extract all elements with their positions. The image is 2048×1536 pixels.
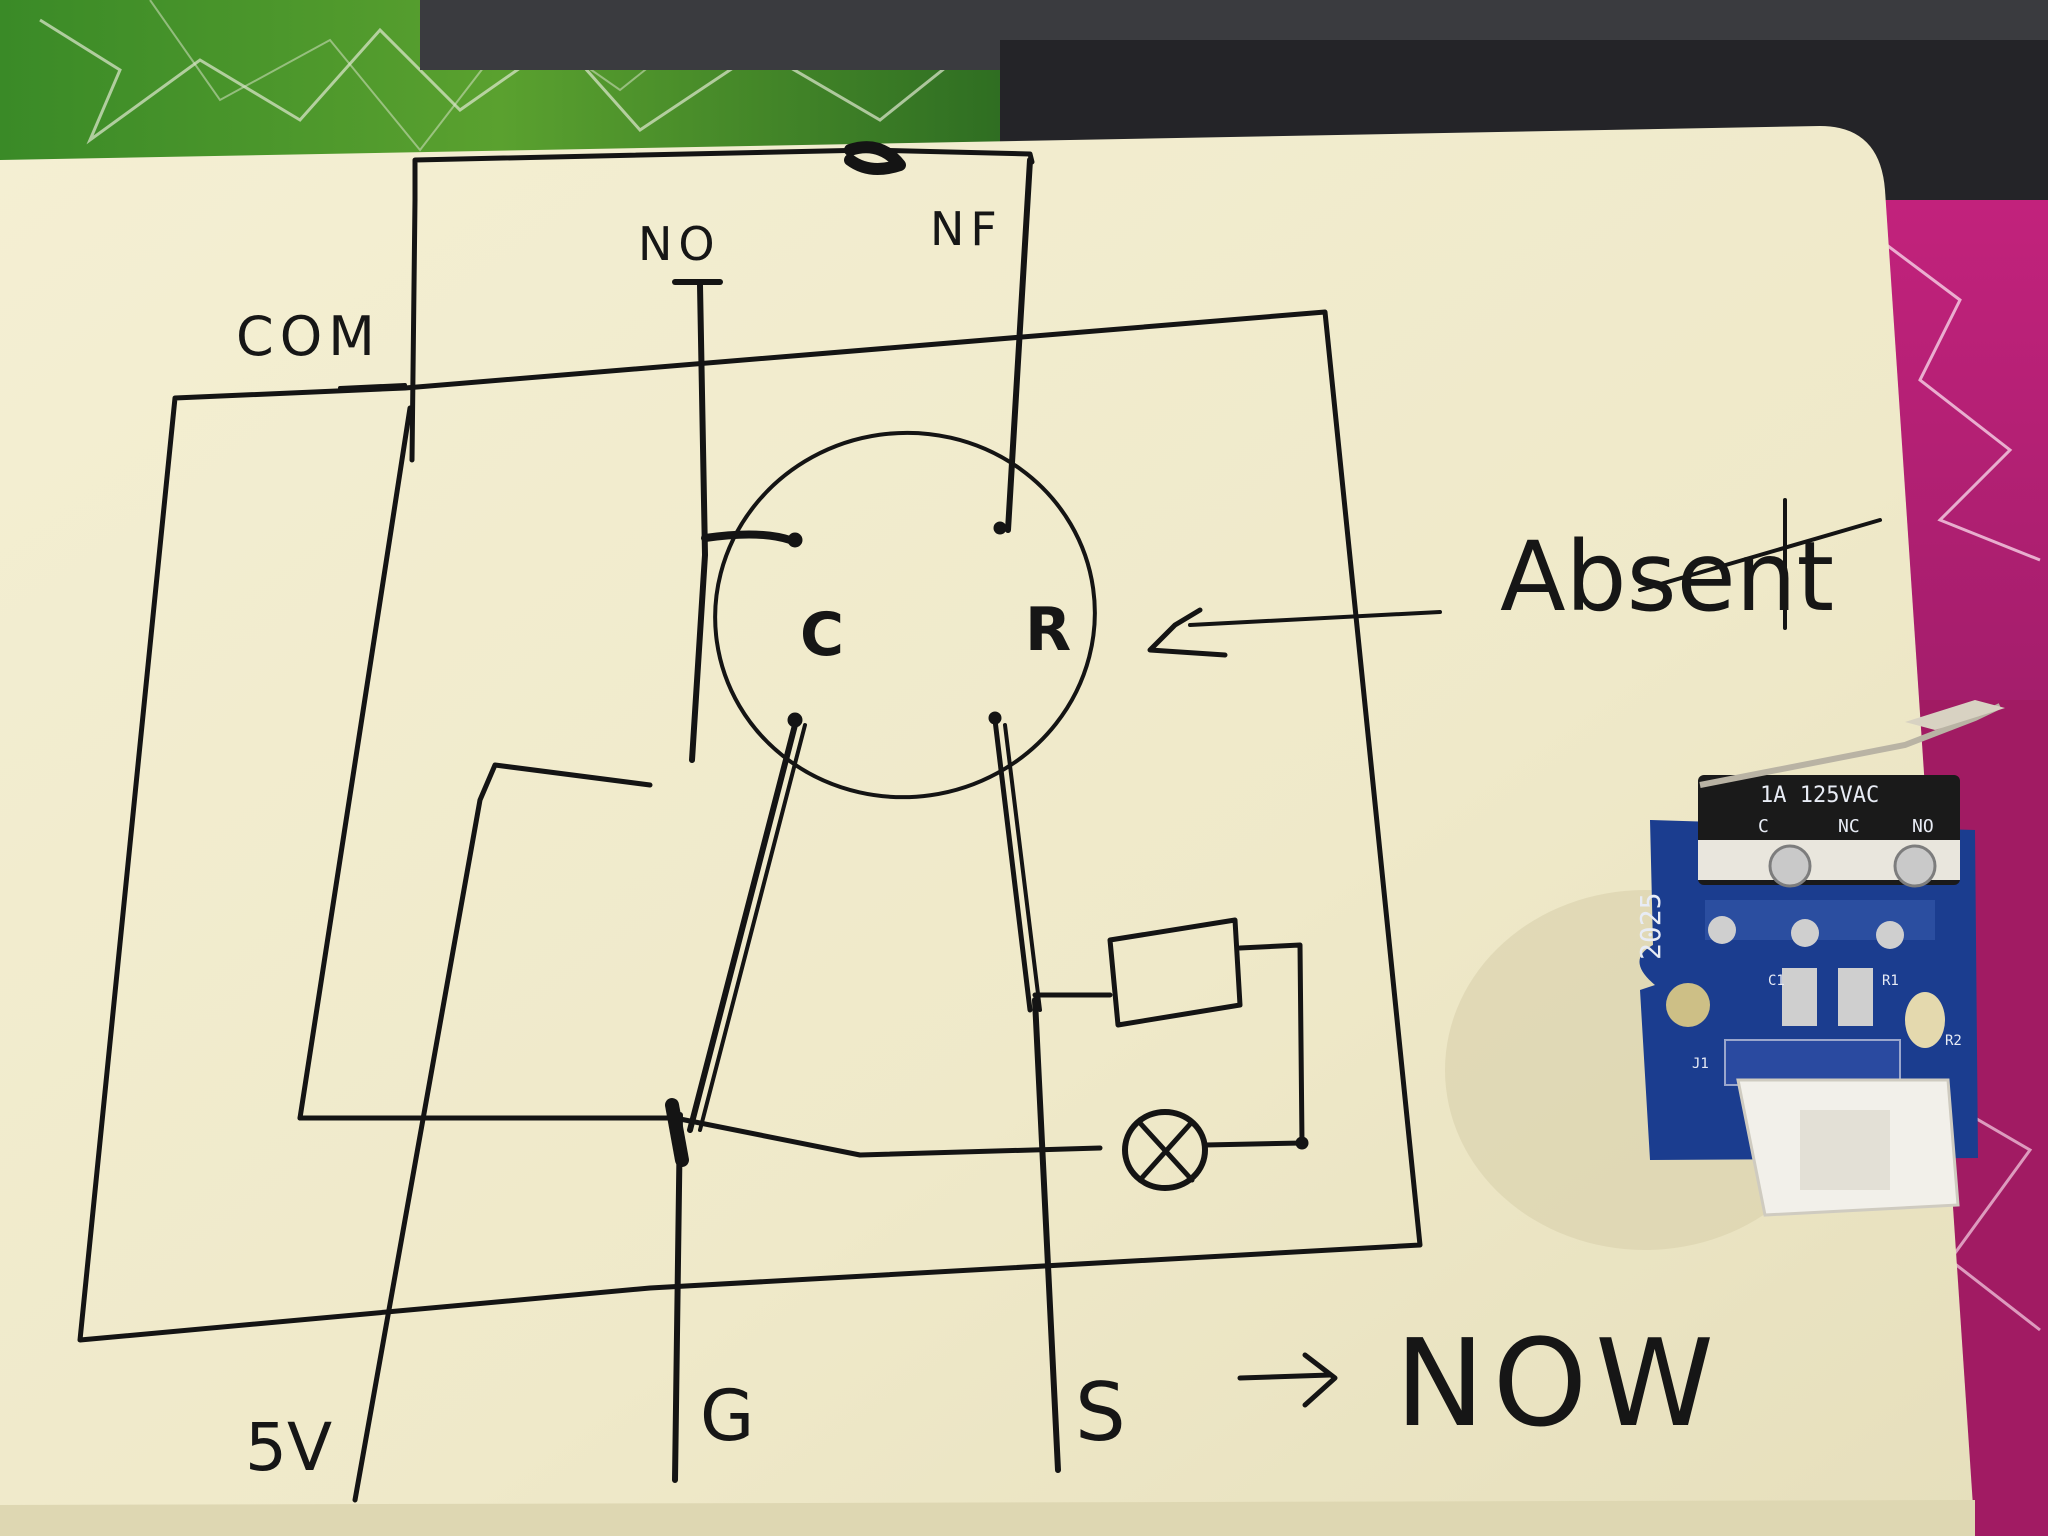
limit-switch-module: 1A 125VAC C NC NO 2025 C1 R1 J1 R2 bbox=[1445, 700, 2005, 1250]
switch-pin-no: NO bbox=[1912, 816, 1934, 837]
label-r: R bbox=[1025, 595, 1071, 665]
paper-bottom-page bbox=[0, 1500, 1975, 1536]
lever-roller bbox=[1905, 700, 2005, 730]
g-wire bbox=[672, 1112, 683, 1483]
notebook-paper bbox=[0, 126, 1975, 1536]
lamp-junction bbox=[1295, 1136, 1309, 1150]
mount-hole-left bbox=[1666, 983, 1710, 1027]
now-arrow-icon bbox=[1237, 1352, 1338, 1408]
pin-top-left bbox=[787, 532, 803, 548]
s-wire-double-2 bbox=[1003, 723, 1042, 1012]
com-wire bbox=[409, 197, 418, 463]
lamp-symbol bbox=[1122, 1109, 1208, 1191]
header-pins bbox=[1724, 1039, 1901, 1086]
s-wire bbox=[1032, 997, 1061, 1473]
label-absent: Absent bbox=[1500, 521, 1834, 633]
label-now: NOW bbox=[1395, 1315, 1722, 1454]
g-wire-double-2 bbox=[698, 723, 807, 1132]
switch-pin-nc: NC bbox=[1838, 816, 1860, 837]
label-no: NO bbox=[638, 217, 721, 271]
absent-pointer bbox=[1188, 610, 1442, 627]
outer-loop-wire bbox=[77, 309, 1423, 1343]
lamp-right-lead bbox=[1202, 1140, 1305, 1148]
pin-top-right bbox=[993, 521, 1007, 535]
r1-pad bbox=[1838, 968, 1873, 1026]
nf-wire bbox=[1005, 157, 1033, 533]
g-junction bbox=[665, 1098, 689, 1167]
label-s: S bbox=[1075, 1366, 1126, 1459]
label-c1: C1 bbox=[1768, 973, 1785, 989]
screw-right bbox=[1893, 844, 1937, 888]
solder-1 bbox=[1708, 916, 1736, 944]
switch-rating: 1A 125VAC bbox=[1760, 783, 1879, 808]
resistor bbox=[1107, 917, 1243, 1028]
resistor-right-lead bbox=[1237, 942, 1305, 1146]
no-pin-link bbox=[701, 530, 794, 544]
label-j1: J1 bbox=[1692, 1056, 1709, 1072]
connector-latch bbox=[1800, 1110, 1890, 1190]
board-year: 2025 bbox=[1634, 893, 1667, 960]
mount-hole-right bbox=[1905, 992, 1945, 1048]
handwritten-labels: COM NO NF C R Absent 5V G S → NOW bbox=[236, 202, 1834, 1486]
no-wire bbox=[689, 282, 708, 763]
left-loop-wire bbox=[297, 405, 413, 1121]
sensor-circle bbox=[713, 430, 1097, 800]
5v-wire bbox=[352, 762, 653, 1503]
top-junction bbox=[844, 141, 906, 175]
screw-left bbox=[1768, 844, 1812, 888]
c-bracket bbox=[1147, 607, 1228, 658]
solder-3 bbox=[1876, 921, 1904, 949]
label-c: C bbox=[800, 600, 844, 670]
g-wire-double bbox=[687, 722, 798, 1133]
c1-pad bbox=[1782, 968, 1817, 1026]
absent-flourish bbox=[1638, 498, 1882, 630]
switch-pin-c: C bbox=[1758, 816, 1769, 837]
label-nf: NF bbox=[930, 202, 1003, 256]
label-g: G bbox=[700, 1375, 754, 1457]
solder-2 bbox=[1791, 919, 1819, 947]
com-arm bbox=[338, 383, 407, 390]
ground-bus bbox=[297, 1115, 1103, 1158]
label-5v: 5V bbox=[245, 1409, 332, 1486]
label-com: COM bbox=[236, 305, 381, 368]
label-r2: R2 bbox=[1945, 1033, 1962, 1049]
label-r1: R1 bbox=[1882, 973, 1899, 989]
s-wire-double bbox=[992, 717, 1033, 1013]
lamp-cross-2 bbox=[1137, 1119, 1195, 1183]
circuit-sketch bbox=[77, 141, 1882, 1503]
